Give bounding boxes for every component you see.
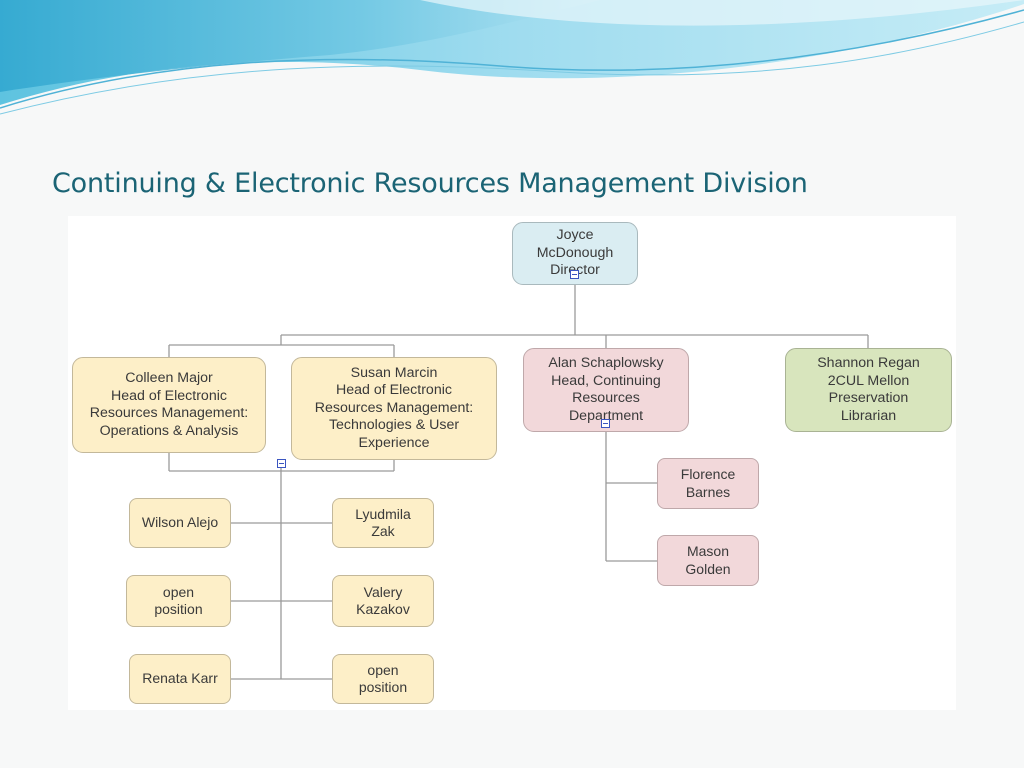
collapse-toggle-icon[interactable] <box>570 270 579 279</box>
node-open2-line2: position <box>358 679 408 695</box>
node-open-position-2: open position <box>332 654 434 704</box>
node-alan-line4: Department <box>568 407 644 424</box>
node-mason-golden: Mason Golden <box>657 535 759 586</box>
node-susan-line4: Technologies & User <box>328 417 460 434</box>
node-susan-line3: Resources Management: <box>314 399 474 416</box>
slide-title: Continuing & Electronic Resources Manage… <box>52 168 808 199</box>
org-chart-canvas <box>68 216 956 710</box>
node-open1-line2: position <box>154 601 203 617</box>
node-shannon-line3: Preservation <box>828 390 909 406</box>
node-shannon-regan: Shannon Regan 2CUL Mellon Preservation L… <box>785 348 952 432</box>
header-wave-decoration <box>0 0 1024 115</box>
node-renata-karr: Renata Karr <box>129 654 231 704</box>
node-valery-line2: Kazakov <box>356 601 410 617</box>
node-alan-line1: Alan Schaplowsky <box>548 355 664 371</box>
node-susan-line5: Experience <box>358 434 430 451</box>
node-renata-line1: Renata Karr <box>142 670 218 687</box>
node-open2-line1: open <box>367 661 399 678</box>
node-alan-line2: Head, Continuing <box>551 372 661 389</box>
node-lyudmila-line1: Lyudmila <box>355 505 411 522</box>
node-colleen-line2: Head of Electronic <box>111 387 227 404</box>
node-open1-line1: open <box>162 583 195 600</box>
node-colleen-line4: Operations & Analysis <box>99 422 239 439</box>
node-valery-line1: Valery <box>363 583 403 600</box>
node-director: Joyce McDonough Director <box>512 222 638 285</box>
node-alan-schaplowsky: Alan Schaplowsky Head, Continuing Resour… <box>523 348 689 432</box>
node-florence-barnes: Florence Barnes <box>657 458 759 509</box>
node-director-line1: Joyce <box>556 227 594 244</box>
node-mason-line2: Golden <box>685 560 731 577</box>
node-susan-marcin: Susan Marcin Head of Electronic Resource… <box>291 357 497 460</box>
node-colleen-line3: Resources Management: <box>89 405 249 421</box>
node-colleen-line1: Colleen Major <box>125 370 213 386</box>
node-florence-line1: Florence <box>680 466 736 482</box>
node-shannon-line4: Librarian <box>840 407 897 424</box>
node-shannon-line1: Shannon Regan <box>817 355 920 371</box>
node-wilson-line1: Wilson Alejo <box>141 514 219 531</box>
node-valery-kazakov: Valery Kazakov <box>332 575 434 627</box>
node-florence-line2: Barnes <box>685 483 731 500</box>
node-mason-line1: Mason <box>686 543 730 559</box>
node-alan-line3: Resources <box>572 390 640 406</box>
node-susan-line2: Head of Electronic <box>336 382 452 399</box>
node-director-line2: McDonough <box>536 244 614 261</box>
node-wilson-alejo: Wilson Alejo <box>129 498 231 548</box>
node-lyudmila-zak: Lyudmila Zak <box>332 498 434 548</box>
collapse-toggle-icon[interactable] <box>601 419 610 428</box>
node-susan-line1: Susan Marcin <box>350 364 438 381</box>
node-shannon-line2: 2CUL Mellon <box>827 372 910 389</box>
node-open-position-1: open position <box>126 575 231 627</box>
node-colleen-major: Colleen Major Head of Electronic Resourc… <box>72 357 266 453</box>
collapse-toggle-icon[interactable] <box>277 459 286 468</box>
node-lyudmila-line2: Zak <box>371 523 395 539</box>
